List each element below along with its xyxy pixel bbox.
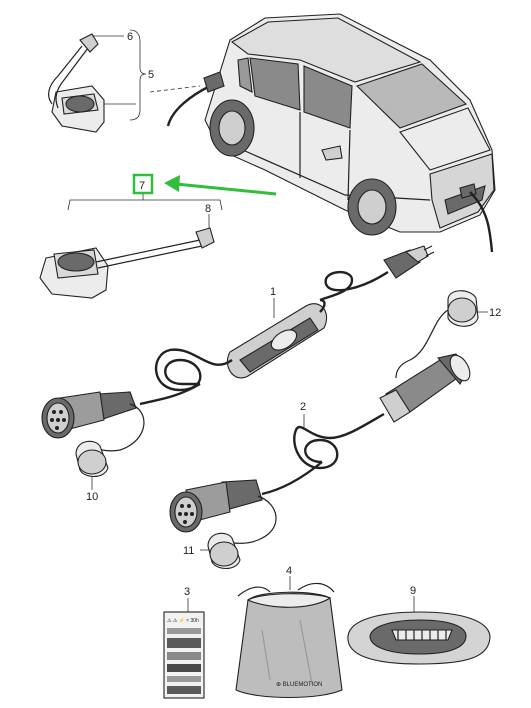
callout-6: 6 [127,31,133,43]
bag-print: ⊕ BLUEMOTION [276,682,322,688]
callout-9: 9 [410,585,416,597]
callout-8: 8 [205,203,211,215]
arrow-left-icon [164,175,277,196]
callout-4: 4 [286,565,292,577]
callout-10: 10 [86,491,98,503]
callout-2: 2 [300,401,306,413]
part-3-info-card: ⚠ ⚠ ⚡ ≈ 30h [163,611,205,699]
callout-7: 7 [139,180,145,192]
part-9-holder-tray [347,611,491,665]
callout-1: 1 [270,286,276,298]
callout-11: 11 [183,545,194,557]
highlight-frame-icon [132,173,154,195]
part-5-holder-assembly [48,33,105,133]
part-1-charging-cable [41,245,435,478]
callout-12: 12 [489,307,501,319]
part-4-storage-bag: ⊕ BLUEMOTION [235,582,343,698]
part-7-holder-assembly [39,227,215,299]
part-2-charging-cable [169,290,479,570]
vehicle-illustration [149,13,496,253]
callout-3: 3 [184,586,190,598]
card-label-row: ⚠ ⚠ ⚡ ≈ 30h [167,617,199,624]
callout-5: 5 [148,69,154,81]
